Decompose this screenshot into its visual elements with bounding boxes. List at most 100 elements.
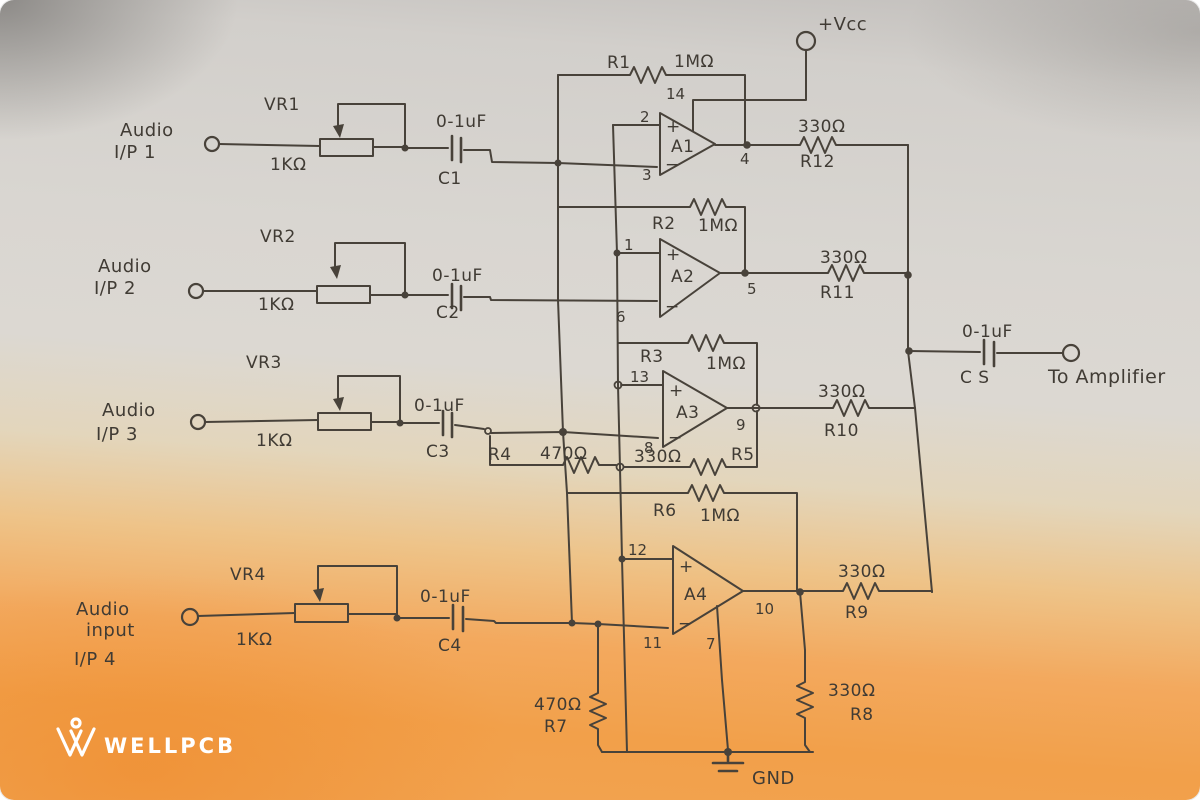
- mixing-bus: [904, 144, 933, 593]
- resistor-r3: [617, 334, 758, 406]
- a1-pin4-label: 4: [740, 150, 750, 168]
- output-terminal: [1061, 343, 1081, 363]
- a4-triangle: [672, 545, 744, 635]
- resistor-r7: [589, 623, 607, 753]
- ground-network: 470Ω R7 330Ω R8 GND: [534, 591, 875, 789]
- mixing-bus-wire: [907, 144, 933, 593]
- vr4-label: VR4: [230, 565, 266, 585]
- wire-to-a4-minus: [465, 618, 669, 629]
- vr1-value: 1KΩ: [270, 155, 306, 175]
- opamp-a4: R6 1MΩ + − A4 12 11 7 10 330Ω R9: [566, 484, 933, 751]
- channel-2-port: I/P 2: [94, 278, 136, 299]
- capacitor-c2: [450, 282, 463, 312]
- a1-output-junction: [743, 141, 751, 149]
- resistor-r4: [489, 435, 617, 474]
- resistor-r2: [557, 198, 746, 274]
- a2-pin6-label: 6: [616, 308, 626, 326]
- output-destination-label: To Amplifier: [1047, 366, 1166, 388]
- vr2-wiper-wire: [334, 242, 406, 296]
- junction: [904, 271, 912, 279]
- r6-label: R6: [653, 501, 677, 521]
- junction-open: [484, 427, 492, 435]
- r10-label: R10: [824, 421, 859, 441]
- channel-4-name: Audio: [76, 599, 130, 620]
- output-stage: 0-1uF C S To Amplifier: [908, 322, 1166, 388]
- a2-pin5-label: 5: [747, 280, 757, 298]
- channel-4-name2: input: [86, 620, 135, 641]
- r2-value: 1MΩ: [698, 216, 738, 236]
- a1-pin3-label: 3: [642, 166, 652, 184]
- a3-name: A3: [676, 403, 699, 423]
- resistor-r9: [742, 582, 933, 600]
- resistor-r8: [796, 591, 814, 753]
- c1-label: C1: [438, 169, 462, 189]
- capacitor-c1: [450, 134, 463, 164]
- channel-1-input-terminal: [203, 135, 221, 153]
- channel-1-name: Audio: [120, 120, 174, 141]
- c3-value: 0-1uF: [414, 396, 465, 416]
- r4-label: R4: [488, 445, 512, 465]
- r4-value: 470Ω: [540, 444, 587, 464]
- vcc-supply: +Vcc: [692, 14, 867, 132]
- a3-pin13-label: 13: [630, 368, 649, 386]
- vcc-wire: [692, 49, 807, 132]
- resistor-r6: [566, 484, 798, 591]
- r10-value: 330Ω: [818, 382, 865, 402]
- vr4-wiper-arrow: [313, 588, 324, 602]
- vr2-wiper-arrow: [330, 265, 341, 279]
- wire: [454, 424, 485, 430]
- channel-3-name: Audio: [102, 400, 156, 421]
- r5-value: 330Ω: [634, 447, 681, 467]
- opamp-a1: R1 1MΩ 14 + − A1 2 3 4 330Ω R12: [557, 52, 909, 184]
- noninverting-bus-wire: [612, 124, 628, 753]
- a4-pin12-label: 12: [628, 541, 647, 559]
- ground-symbol-icon: [711, 750, 745, 773]
- c1-value: 0-1uF: [436, 112, 487, 132]
- capacitor-c3: [441, 409, 454, 439]
- resistor-r1: [557, 66, 746, 146]
- vcc-label: +Vcc: [818, 14, 867, 35]
- feedback-bus-wire: [557, 74, 573, 624]
- c2-value: 0-1uF: [432, 266, 483, 286]
- vr2-value: 1KΩ: [258, 295, 294, 315]
- c2-label: C2: [436, 303, 460, 323]
- logo-text: WELLPCB: [104, 734, 236, 758]
- vr3-value: 1KΩ: [256, 431, 292, 451]
- c4-value: 0-1uF: [420, 587, 471, 607]
- a1-minus-sign: −: [665, 155, 680, 175]
- vr1-label: VR1: [264, 95, 300, 115]
- c5-label: C S: [960, 368, 990, 388]
- r9-value: 330Ω: [838, 562, 885, 582]
- capacitor-c4: [451, 603, 465, 633]
- r4-r5-network: R4 470Ω 330Ω R5: [488, 410, 758, 476]
- channel-3: Audio I/P 3 VR3 1KΩ 0-1uF C3: [96, 353, 659, 462]
- channel-4: Audio input I/P 4 VR4 1KΩ 0-1uF C4: [74, 565, 669, 670]
- wire: [218, 143, 321, 147]
- channel-3-input-terminal: [189, 413, 207, 431]
- r2-label: R2: [652, 214, 676, 234]
- channel-1: Audio I/P 1 VR1 1KΩ 0-1uF C1: [114, 95, 658, 189]
- a1-name: A1: [671, 137, 694, 157]
- capacitor-c5: [982, 338, 996, 368]
- r12-label: R12: [800, 152, 835, 172]
- a4-name: A4: [684, 585, 707, 605]
- channel-2-input-terminal: [187, 282, 205, 300]
- a4-pin7-label: 7: [706, 635, 716, 653]
- a3-triangle: [662, 370, 728, 448]
- r6-value: 1MΩ: [700, 506, 740, 526]
- wire-to-a3-minus: [490, 431, 659, 439]
- channel-2-name: Audio: [98, 256, 152, 277]
- vr3-wiper-arrow: [333, 397, 344, 411]
- r8-label: R8: [850, 705, 874, 725]
- a2-minus-sign: −: [665, 297, 680, 317]
- a4-plus-sign: +: [679, 557, 694, 577]
- a2-plus-sign: +: [666, 245, 681, 265]
- a2-name: A2: [671, 267, 694, 287]
- wire: [197, 612, 296, 617]
- opamp-a2: R2 1MΩ + − A2 1 6 5 330Ω R11: [557, 198, 909, 326]
- a3-minus-sign: −: [668, 428, 683, 448]
- channel-4-input-terminal: [180, 607, 200, 627]
- r7-value: 470Ω: [534, 695, 581, 715]
- c4-label: C4: [438, 636, 462, 656]
- r9-label: R9: [845, 603, 869, 623]
